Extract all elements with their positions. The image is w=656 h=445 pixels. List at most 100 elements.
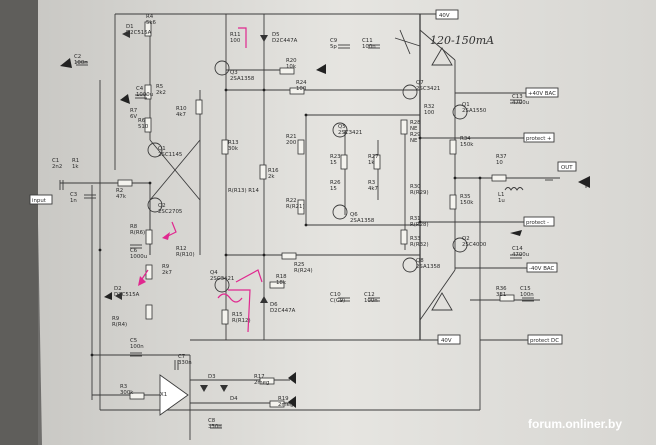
hand-arrow-mark	[394, 29, 421, 55]
component-value-q3: 2SA1358	[230, 76, 255, 82]
component-ref-c10: C10	[330, 292, 341, 298]
component-ref-r24: R24	[296, 80, 307, 86]
component-value-c12: 100n	[364, 298, 378, 304]
component-ref-c6: C6	[130, 248, 138, 254]
component-value-r3: 4k7	[368, 186, 378, 192]
port-input: input	[32, 198, 46, 204]
rail-plus-top: 40V	[439, 13, 450, 19]
component-value-q8: 2SA1358	[416, 264, 441, 270]
component-ref-r21: R21	[286, 134, 297, 140]
component-ref-c4: C4	[136, 86, 144, 92]
component-value-r17: 2meg	[254, 380, 269, 386]
pink-mark-top	[238, 27, 247, 48]
component-value-r27: 1k	[368, 160, 375, 166]
component-value-r15: R(R12)	[232, 318, 251, 324]
component-value-c6: 1000u	[130, 254, 147, 260]
component-value-r10: 4k7	[176, 112, 186, 118]
component-ref-r31: R31	[410, 216, 421, 222]
component-value-c9: 5p	[330, 44, 337, 50]
component-ref-c13: C13	[512, 94, 523, 100]
component-value-q2b: 2SC4000	[462, 242, 487, 248]
component-value-d2: D2C515A	[114, 292, 140, 298]
pink-mark-q4	[235, 269, 263, 283]
rail-plus-out: +40V BAC	[528, 91, 556, 97]
component-ref-r18: R18	[276, 274, 287, 280]
component-value-r34: 150k	[460, 142, 474, 148]
component-ref-c3: C3	[70, 192, 77, 198]
component-symbols	[59, 21, 587, 429]
component-ref-r16: R16	[268, 168, 279, 174]
component-ref-c1: C1	[52, 158, 59, 164]
component-ref-r5: R5	[156, 84, 163, 90]
component-ref-r14: R(R13) R14	[228, 188, 259, 194]
component-value-l1: 1u	[498, 198, 505, 204]
component-ref-r4: R4	[146, 14, 154, 20]
component-value-q6: 2SA1358	[350, 218, 375, 224]
port-protect-dc: protect DC	[530, 338, 559, 344]
component-value-r30: R(R29)	[410, 190, 429, 196]
component-value-r33: R(R32)	[410, 242, 429, 248]
component-ref-r23: R23	[330, 154, 341, 160]
component-value-c3: 1n	[70, 198, 77, 204]
hand-note-current: 120-150mA	[430, 34, 494, 47]
component-ref-r9: R9	[162, 264, 170, 270]
component-ref-c5: C5	[130, 338, 137, 344]
component-ref-r37: R37	[496, 154, 507, 160]
component-ref-r11: R11	[230, 32, 241, 38]
component-ref-c15: C15	[520, 286, 531, 292]
component-ref-r27: R27	[368, 154, 379, 160]
component-ref-c9: C9	[330, 38, 338, 44]
component-ref-d2: D2	[114, 286, 122, 292]
component-ref-r30: R30	[410, 184, 421, 190]
component-labels: R45k6D1D2C515AR52k2C2100nC41000uR76VR651…	[52, 14, 534, 430]
component-value-d1: D2C515A	[126, 30, 152, 36]
component-value-r16: 2k	[268, 174, 275, 180]
component-ref-r32: R32	[424, 104, 435, 110]
marker-blob-1	[60, 58, 72, 68]
component-value-c5: 100n	[130, 344, 144, 350]
component-ref-q2: Q2	[158, 203, 166, 209]
component-value-r20: 10k	[286, 64, 297, 70]
component-ref-d4: D4	[230, 396, 238, 402]
component-ref-r12: R12	[176, 246, 187, 252]
component-value-r8: R(R6)	[130, 230, 145, 236]
pink-squiggle	[217, 293, 243, 303]
component-ref-r_r4: R9	[112, 316, 120, 322]
component-ref-q8: Q8	[416, 258, 424, 264]
component-value-c11: 100n	[362, 44, 376, 50]
component-ref-d5: D5	[272, 32, 280, 38]
component-ref-q3: Q3	[230, 70, 238, 76]
component-value-d6: D2C447A	[270, 308, 296, 314]
handwritten-annotations: 120-150mA	[60, 27, 590, 408]
component-value-c2: 100n	[74, 60, 88, 66]
rail-labels: 40V +40V BAC -40V BAC 40V protect + prot…	[29, 9, 577, 345]
component-ref-d1: D1	[126, 24, 134, 30]
component-value-r18: 18k	[276, 280, 287, 286]
component-ref-r6: R6	[138, 118, 146, 124]
component-value-c1: 2n2	[52, 164, 62, 170]
component-ref-r19: R19	[278, 396, 289, 402]
component-ref-r3b: R3	[120, 384, 127, 390]
component-value-r21: 200	[286, 140, 297, 146]
component-value-r1: 1k	[72, 164, 79, 170]
component-value-r_r4: R(R4)	[112, 322, 127, 328]
component-value-r4: 5k6	[146, 20, 157, 26]
component-value-c10: C(C9)	[330, 298, 345, 304]
component-value-r22: R(R21)	[286, 204, 305, 210]
component-ref-d3: D3	[208, 374, 216, 380]
component-ref-q1b: Q1	[462, 102, 470, 108]
component-ref-r35: R35	[460, 194, 471, 200]
component-ref-r17: R17	[254, 374, 265, 380]
component-value-r19: 2meg	[278, 402, 293, 408]
component-ref-r26: R26	[330, 180, 341, 186]
component-ref-r8: R8	[130, 224, 138, 230]
component-ref-r7: R7	[130, 108, 137, 114]
watermark: forum.onliner.by	[528, 417, 622, 431]
component-value-r23: 15	[330, 160, 337, 166]
component-ref-x1: X1	[160, 392, 167, 398]
component-ref-r13: R13	[228, 140, 239, 146]
component-value-c13: 4700u	[512, 100, 529, 106]
rail-minus-out: -40V BAC	[529, 266, 554, 272]
component-value-r11: 100	[230, 38, 241, 44]
component-value-q1b: 2SA1550	[462, 108, 487, 114]
